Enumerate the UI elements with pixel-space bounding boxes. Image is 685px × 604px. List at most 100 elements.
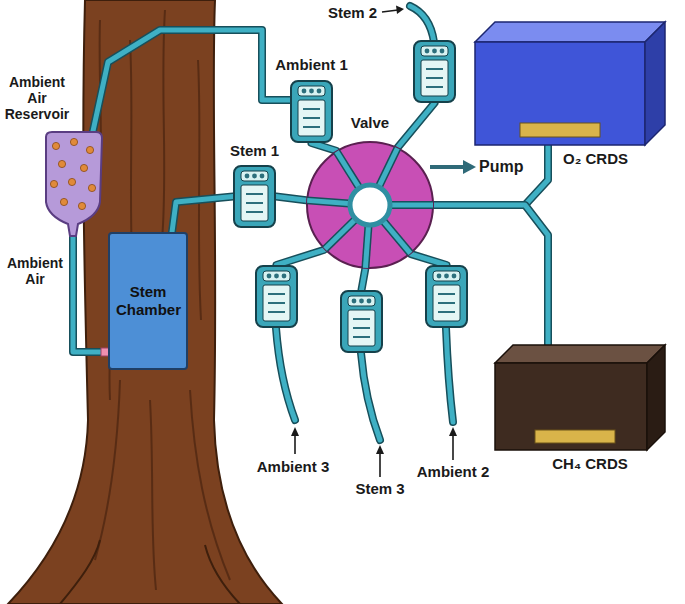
analyzer-front xyxy=(475,42,645,145)
device-line xyxy=(426,77,443,79)
air-dot xyxy=(70,138,77,145)
flow-meter-outline xyxy=(425,265,468,328)
device-led xyxy=(267,274,272,279)
tube-core xyxy=(276,197,306,201)
reservoir-bag: Ambient Air Reservoir xyxy=(40,132,106,236)
valve-spoke-outline xyxy=(378,148,398,189)
device-led xyxy=(432,49,437,54)
air-dot xyxy=(88,184,95,191)
tube-core xyxy=(398,103,435,147)
chamber-body xyxy=(109,233,187,369)
tube-connector xyxy=(93,30,290,132)
device-led xyxy=(352,299,357,304)
analyzer-slot xyxy=(535,430,615,443)
o2-analyzer-outline xyxy=(475,22,665,145)
tube-core xyxy=(73,236,108,352)
flow-meter: Ambient 1 xyxy=(290,80,333,143)
tube-outline xyxy=(172,197,233,233)
valve-circle-outline xyxy=(305,140,435,270)
device-body xyxy=(414,41,455,102)
node-label: Stem 2 xyxy=(325,4,380,21)
valve-spoke xyxy=(378,148,398,189)
device-line xyxy=(353,318,370,320)
valve-disc xyxy=(307,142,433,268)
analyzer-top xyxy=(475,22,665,42)
analyzer-top xyxy=(495,345,665,363)
stem-chamber: Stem Chamber xyxy=(108,232,188,370)
node-label: Stem 1 xyxy=(221,142,288,159)
valve-spoke-outline xyxy=(307,200,352,203)
device-led xyxy=(282,274,287,279)
flow-meter: Ambient 2 xyxy=(425,265,468,328)
device-line xyxy=(246,211,263,213)
valve-spoke xyxy=(325,218,357,249)
valve-spoke xyxy=(388,203,433,208)
device-display xyxy=(348,296,375,306)
flow-meter: Stem 3 xyxy=(340,290,383,353)
pointer-arrows xyxy=(291,6,457,478)
pump-arrow xyxy=(430,160,476,174)
air-dot xyxy=(60,198,67,205)
reservoir-bag-outline xyxy=(40,132,106,236)
valve-spokes xyxy=(307,148,433,268)
tube-core xyxy=(93,30,290,132)
device-led xyxy=(260,174,265,179)
node-label: Ambient Air Reservoir xyxy=(2,74,72,122)
tube-connector xyxy=(73,236,108,352)
device-display xyxy=(433,271,460,281)
air-dot xyxy=(50,180,57,187)
inlet-label: Ambient Air xyxy=(4,255,66,287)
tube-core xyxy=(312,143,337,151)
flow-meter: Stem 1 xyxy=(233,165,276,228)
device-line xyxy=(246,202,263,204)
valve-spoke xyxy=(307,200,352,203)
valve-hub xyxy=(350,185,390,225)
pump-label: Pump xyxy=(479,158,529,176)
device-window xyxy=(241,185,268,221)
node-label: Ambient 1 xyxy=(270,56,353,73)
device-window xyxy=(298,100,325,136)
analyzer-side xyxy=(645,22,665,145)
node-label: CH₄ CRDS xyxy=(530,455,650,472)
valve-spoke xyxy=(337,152,361,190)
tube-outline xyxy=(277,250,325,265)
analyzer-front xyxy=(495,363,647,450)
device-display xyxy=(298,86,325,96)
device-led xyxy=(317,89,322,94)
air-dot xyxy=(86,146,93,153)
ch4-analyzer-outline xyxy=(495,345,665,450)
valve-spoke xyxy=(365,223,368,268)
device-line xyxy=(438,311,455,313)
device-led xyxy=(359,299,364,304)
device-line xyxy=(426,86,443,88)
node-label: Valve xyxy=(340,114,400,131)
device-body xyxy=(256,266,297,327)
tube-connector xyxy=(434,145,548,205)
device-led xyxy=(309,89,314,94)
device-window xyxy=(348,310,375,346)
tube-core xyxy=(172,197,233,233)
node-label: O₂ CRDS xyxy=(563,150,663,167)
device-line xyxy=(246,193,263,195)
tube-outline xyxy=(73,236,108,352)
tube-core xyxy=(362,269,366,290)
device-window xyxy=(433,285,460,321)
node-label: Stem Chamber xyxy=(116,283,180,319)
device-led xyxy=(425,49,430,54)
flow-meter-outline xyxy=(340,290,383,353)
tube-connector xyxy=(411,254,446,265)
device-line xyxy=(268,302,285,304)
device-led xyxy=(245,174,250,179)
device-led xyxy=(452,274,457,279)
reservoir-bag xyxy=(46,132,102,236)
air-inlet-fitting xyxy=(101,348,109,356)
flow-meter: Stem 2 xyxy=(413,40,456,103)
flow-meter-outline xyxy=(233,165,276,228)
device-body xyxy=(234,166,275,227)
tree-trunk xyxy=(8,0,282,604)
analyzer-slot xyxy=(520,123,600,137)
device-body xyxy=(291,81,332,142)
device-line xyxy=(438,293,455,295)
flow-meter-outline xyxy=(413,40,456,103)
device-led xyxy=(440,49,445,54)
